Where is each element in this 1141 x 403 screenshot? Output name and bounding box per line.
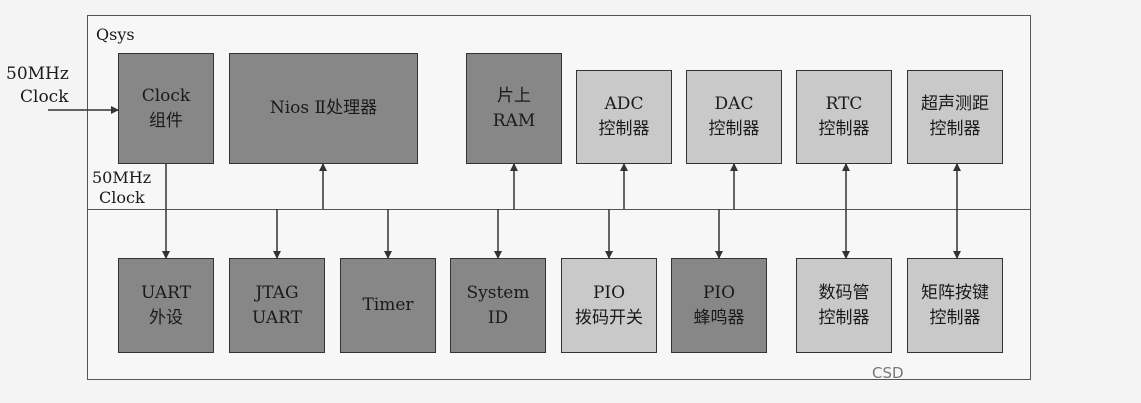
rtc-block-line1: RTC: [825, 94, 863, 114]
uart-block-line2: 外设: [149, 307, 183, 328]
pio-buzzer-block-line1: PIO: [702, 282, 736, 303]
ultrasonic-controller-block: 超声测距 控制器: [907, 70, 1003, 164]
clock-block-line2: 组件: [149, 110, 183, 131]
ram-block-line2: RAM: [492, 110, 536, 131]
adc-block-line1: ADC: [604, 94, 644, 114]
system-bus: [87, 209, 1031, 210]
clock-in-label-line1: 50MHz: [6, 64, 69, 84]
pio-switch-block-line1: PIO: [592, 282, 626, 303]
keypad-block-line2: 控制器: [929, 307, 981, 328]
sysid-block-line2: ID: [487, 307, 509, 328]
clock-out-label-line1: 50MHz: [92, 168, 152, 187]
clock-in-label-line2: Clock: [20, 87, 69, 107]
pio-switch-block-line2: 拨码开关: [575, 307, 643, 328]
jtag-block-line1: JTAG: [255, 282, 299, 303]
nios-block-label: Nios Ⅱ处理器: [269, 98, 378, 118]
keypad-controller-block: 矩阵按键 控制器: [907, 258, 1003, 353]
uart-block-line1: UART: [141, 282, 191, 303]
rtc-controller-block: RTC 控制器: [796, 70, 892, 164]
dac-controller-block: DAC 控制器: [686, 70, 782, 164]
jtag-block-line2: UART: [252, 307, 302, 328]
seg-block-line2: 控制器: [818, 307, 870, 328]
pio-switch-block: PIO 拨码开关: [561, 258, 657, 353]
timer-block-label: Timer: [362, 295, 414, 315]
watermark-text: CSD: [872, 364, 904, 382]
clock-block: Clock 组件: [118, 53, 214, 164]
seg-block-line1: 数码管: [818, 282, 870, 303]
pio-buzzer-block-line2: 蜂鸣器: [693, 307, 745, 328]
jtag-uart-block: JTAG UART: [229, 258, 325, 353]
keypad-block-line1: 矩阵按键: [921, 282, 989, 303]
dac-block-line1: DAC: [714, 94, 754, 114]
pio-buzzer-block: PIO 蜂鸣器: [671, 258, 767, 353]
dac-block-line2: 控制器: [708, 119, 760, 139]
ultrasonic-block-line2: 控制器: [929, 119, 981, 139]
frame-label: Qsys: [96, 25, 135, 44]
system-id-block: System ID: [450, 258, 546, 353]
adc-controller-block: ADC 控制器: [576, 70, 672, 164]
ultrasonic-block-line1: 超声测距: [921, 94, 989, 114]
clock-block-line1: Clock: [141, 85, 191, 106]
clock-out-label-line2: Clock: [99, 188, 145, 207]
sysid-block-line1: System: [466, 282, 530, 303]
adc-block-line2: 控制器: [598, 119, 650, 139]
rtc-block-line2: 控制器: [818, 119, 870, 139]
seven-seg-controller-block: 数码管 控制器: [796, 258, 892, 353]
ram-block-line1: 片上: [497, 85, 531, 106]
